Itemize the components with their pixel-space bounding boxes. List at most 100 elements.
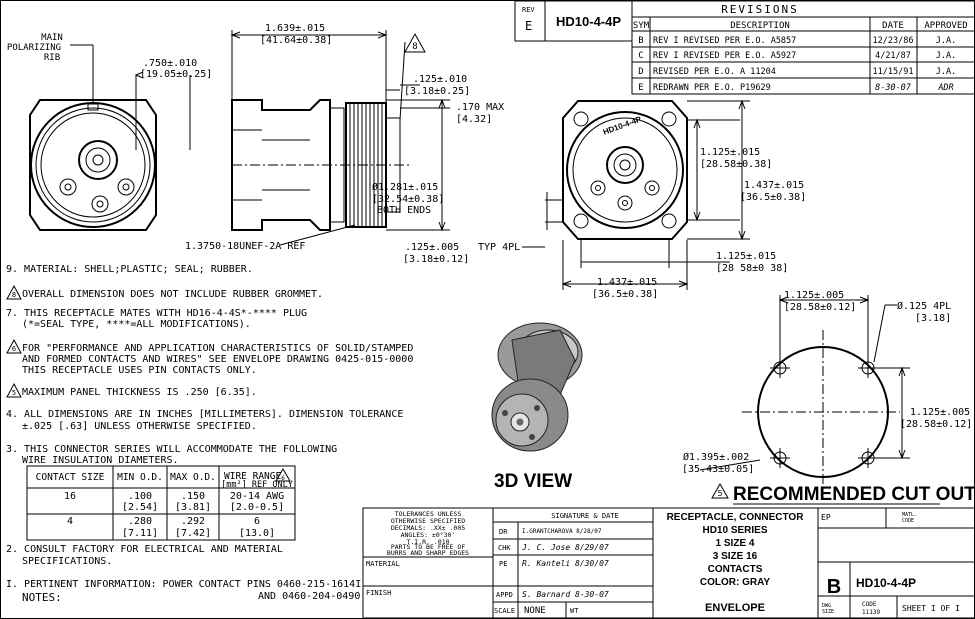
main-rib-label: POLARIZING <box>7 43 61 53</box>
note-3: WIRE INSULATION DIAMETERS. <box>22 455 179 466</box>
sig-pe: R. Kanteli 8/30/07 <box>522 559 609 568</box>
note-4: ±.025 [.63] UNLESS OTHERWISE SPECIFIED. <box>22 421 257 432</box>
notes-label: NOTES: <box>22 591 62 604</box>
dim-170-mm: [4.32] <box>456 114 492 125</box>
cutout-dim-top-mm: [28.58±0.12] <box>784 302 856 313</box>
note-7: (*=SEAL TYPE, ****=ALL MODIFICATIONS). <box>22 319 251 330</box>
role-dr: DR <box>499 528 508 536</box>
rev-row-date: 11/15/91 <box>873 67 914 77</box>
note-6: THIS RECEPTACLE USES PIN CONTACTS ONLY. <box>22 365 257 376</box>
dim-125b: .125±.005 <box>405 242 459 253</box>
wire-header-flag: 6 <box>281 475 285 482</box>
note-6-flag: 6 <box>12 345 16 353</box>
title-line: 1 SIZE 4 <box>716 538 755 549</box>
cutout-dim-dia-mm: [35.43±0.05] <box>682 464 754 475</box>
note-5-flag: 5 <box>12 389 16 397</box>
thread-spec: 1.3750-18UNEF-2A REF <box>185 241 305 252</box>
tolerances-text: PARTS TO BE FREE OF <box>391 543 465 551</box>
dim-1639: 1.639±.015 <box>265 23 325 34</box>
dim-1281-note: BOTH ENDS <box>377 205 431 216</box>
rev-row-sym: E <box>638 83 643 93</box>
dim-1281-mm: [32.54±0.38] <box>372 194 444 205</box>
dwg-size-label: DWG <box>822 603 831 609</box>
dim-1639-mm: [41.64±0.38] <box>260 35 332 46</box>
tolerances-text: TOLERANCES UNLESS <box>395 510 462 518</box>
wire-cell: .280 <box>128 516 152 527</box>
wire-cell: [13.0] <box>239 528 275 539</box>
signature-header: SIGNATURE & DATE <box>551 512 618 520</box>
3d-view-label: 3D VIEW <box>494 471 572 492</box>
wire-cell: 16 <box>64 491 76 502</box>
dim-170: .170 MAX <box>456 102 504 113</box>
3d-view-image <box>491 322 583 452</box>
sheet-number: SHEET I OF I <box>902 604 960 613</box>
ep-label: EP <box>821 513 831 522</box>
cutout-dim-hole: Ø.125 4PL <box>897 300 951 312</box>
main-rib-label: RIB <box>44 53 60 63</box>
note-1: I. PERTINENT INFORMATION: POWER CONTACT … <box>6 579 361 590</box>
dim-1437b-mm: [36.5±0.38] <box>592 289 658 300</box>
sig-appd: S. Barnard 8-30-07 <box>522 590 609 599</box>
cutout-dim-right-mm: [28.58±0.12] <box>900 419 972 430</box>
front-view <box>545 99 750 290</box>
wire-header-contact-size: CONTACT SIZE <box>36 472 105 483</box>
tolerances-text: BURRS AND SHARP EDGES <box>387 549 469 557</box>
rev-row-date: 4/21/87 <box>875 51 911 61</box>
matl-code-label: MATL. <box>902 512 917 518</box>
note-4: 4. ALL DIMENSIONS ARE IN INCHES [MILLIME… <box>6 409 403 420</box>
wt-label: WT <box>570 607 579 615</box>
wire-header-range: WIRE RANGE <box>224 471 281 482</box>
wire-cell: 4 <box>67 516 73 527</box>
envelope-label: ENVELOPE <box>705 602 765 614</box>
dim-1437b: 1.437±.015 <box>597 277 657 288</box>
wire-cell: [2.54] <box>122 502 158 513</box>
rev-header-sym: SYM <box>633 21 650 31</box>
finish-label: FINISH <box>366 589 391 597</box>
title-line: RECEPTACLE, CONNECTOR <box>667 512 805 523</box>
dim-1125b: 1.125±.015 <box>716 251 776 262</box>
note-3: 3. THIS CONNECTOR SERIES WILL ACCOMMODAT… <box>6 444 337 455</box>
cutout-dim-dia: Ø1.395±.002 <box>683 451 749 463</box>
wire-cell: [2.0-0.5] <box>230 502 284 513</box>
rev-row-date: 8-30-07 <box>875 83 912 93</box>
sig-dr: I.GRANTCHAROVA 8/28/07 <box>522 528 602 535</box>
dim-1437a-mm: [36.5±0.38] <box>740 192 806 203</box>
rev-part-number: HD10-4-4P <box>556 14 621 29</box>
matl-code-label: CODE <box>902 518 914 524</box>
note-7: 7. THIS RECEPTACLE MATES WITH HD16-4-4S*… <box>6 308 307 319</box>
rev-box: REV E HD10-4-4P <box>514 0 633 42</box>
wire-range-table: CONTACT SIZE MIN O.D. MAX O.D. WIRE RANG… <box>26 465 296 541</box>
note-1: AND 0460-204-0490 <box>258 591 360 602</box>
rev-header-date: DATE <box>882 21 904 31</box>
typ-4pl: TYP 4PL <box>478 242 520 253</box>
rev-row-sym: C <box>638 51 643 61</box>
wire-cell: 20-14 AWG <box>230 491 284 502</box>
code-label: CODE <box>862 601 877 608</box>
dim-1437a: 1.437±.015 <box>744 180 804 191</box>
rev-row-approved: J.A. <box>936 51 956 61</box>
wire-cell: .150 <box>181 491 205 502</box>
dim-1125a-mm: [28.58±0.38] <box>700 159 772 170</box>
material-label: MATERIAL <box>366 560 400 568</box>
dim-1125a: 1.125±.015 <box>700 147 760 158</box>
tolerances-text: OTHERWISE SPECIFIED <box>391 517 465 525</box>
revisions-table: REVISIONS SYM DESCRIPTION DATE APPROVED … <box>631 0 975 95</box>
wire-cell: .292 <box>181 516 205 527</box>
title-line: CONTACTS <box>708 564 763 575</box>
tolerances-text: DECIMALS: .XX± .005 <box>391 524 465 532</box>
wire-header-ref: [mm²] REF ONLY <box>221 480 293 490</box>
title-line: 3 SIZE 16 <box>713 551 758 562</box>
note-6: AND FORMED CONTACTS AND WIRES" SEE ENVEL… <box>22 354 413 365</box>
flag-note-5: 5 <box>718 489 723 498</box>
rev-row-description: REV I REVISED PER E.O. A5927 <box>653 51 796 61</box>
side-view <box>230 30 450 246</box>
rev-row-description: REDRAWN PER E.O. P19629 <box>653 83 771 93</box>
rev-header-description: DESCRIPTION <box>730 21 790 31</box>
rev-value: E <box>525 19 532 33</box>
dim-750: .750±.010 <box>143 58 197 69</box>
wire-header-min-od: MIN O.D. <box>117 472 163 483</box>
end-view-left <box>29 44 191 231</box>
notes-block: 9. MATERIAL: SHELL;PLASTIC; SEAL; RUBBER… <box>6 264 413 604</box>
revisions-title: REVISIONS <box>721 3 799 16</box>
dim-125b-mm: [3.18±0.12] <box>403 254 469 265</box>
